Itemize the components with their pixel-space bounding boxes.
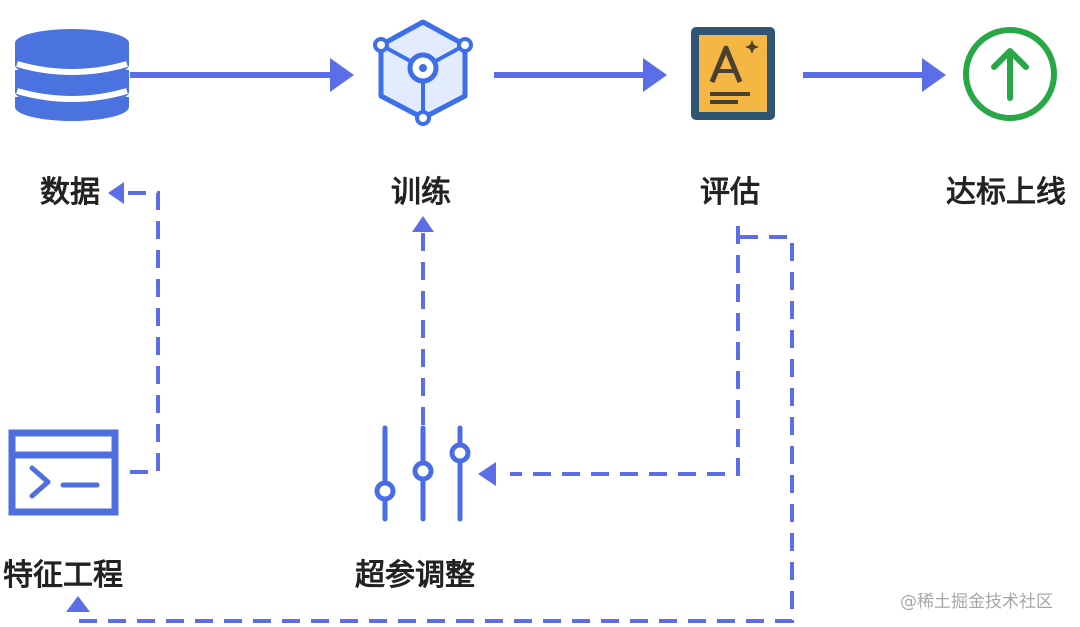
loop-evaluation-to-tuning — [510, 226, 740, 476]
label-training: 训练 — [391, 175, 451, 210]
feedback-arrowheads — [66, 182, 496, 612]
feedback-loops — [76, 191, 794, 623]
sliders-icon — [374, 425, 471, 522]
label-data: 数据 — [40, 175, 100, 210]
label-feature-engineering: 特征工程 — [3, 558, 123, 593]
loop-evaluation-to-feature — [76, 235, 794, 623]
label-deploy: 达标上线 — [946, 175, 1066, 210]
document-edit-icon — [691, 27, 775, 120]
model-cube-icon — [373, 19, 473, 126]
database-icon — [15, 29, 129, 121]
watermark: @稀土掘金技术社区 — [900, 592, 1053, 612]
label-evaluation: 评估 — [700, 175, 760, 210]
label-hyperparameter-tuning: 超参调整 — [355, 558, 475, 593]
arrow-up-circle-icon — [963, 27, 1057, 121]
loop-feature-to-data — [124, 191, 160, 474]
terminal-icon — [8, 429, 119, 516]
main-flow-arrows — [130, 58, 946, 92]
